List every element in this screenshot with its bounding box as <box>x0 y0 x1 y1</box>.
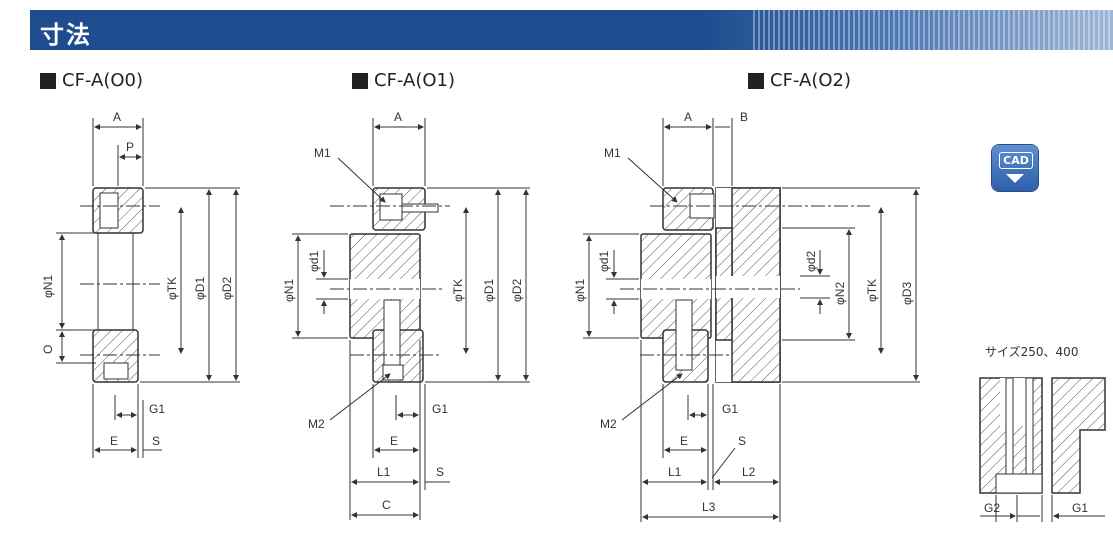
model-name-o2: CF-A(O2) <box>770 70 851 91</box>
label-s-o1: S <box>436 465 444 479</box>
label-n2-o2: φN2 <box>833 282 847 305</box>
label-m1-o1: M1 <box>314 146 331 160</box>
label-g1-o1: G1 <box>432 402 448 416</box>
label-a-o0: A <box>113 110 121 124</box>
label-l2-o2: L2 <box>742 465 756 479</box>
label-n1-o2: φN1 <box>573 279 587 302</box>
label-c-o1: C <box>382 498 391 512</box>
square-bullet-icon <box>748 72 764 89</box>
square-bullet-icon <box>40 72 56 89</box>
label-g2-detail: G2 <box>984 501 1000 515</box>
arrow-down-icon <box>1006 174 1024 183</box>
label-e-o0: E <box>110 434 118 448</box>
cad-download-icon[interactable]: CAD <box>992 145 1038 191</box>
detail-view <box>979 377 1106 522</box>
label-d2-o2: φd2 <box>804 251 818 272</box>
label-d2-o0: φD2 <box>220 277 234 300</box>
label-m1-o2: M1 <box>604 146 621 160</box>
label-a-o1: A <box>394 110 402 124</box>
label-d1-o1: φd1 <box>307 251 321 272</box>
cad-label: CAD <box>999 152 1033 169</box>
label-tk-o2: φTK <box>865 279 879 302</box>
banner-stripes <box>753 10 1113 50</box>
label-l3-o2: L3 <box>702 500 716 514</box>
drawing-o1 <box>292 118 530 520</box>
model-heading-o1: CF-A(O1) <box>352 70 455 91</box>
label-o-o0: O <box>41 345 55 354</box>
label-e-o1: E <box>390 434 398 448</box>
label-m2-o1: M2 <box>308 417 325 431</box>
label-d2-o1: φD2 <box>510 279 524 302</box>
drawing-o2 <box>583 118 920 522</box>
label-l1-o1: L1 <box>377 465 391 479</box>
label-l1-o2: L1 <box>668 465 682 479</box>
section-banner: 寸法 <box>30 10 1113 50</box>
label-d3-o2: φD3 <box>900 282 914 305</box>
label-d1-o0: φD1 <box>193 277 207 300</box>
label-b-o2: B <box>740 110 748 124</box>
label-p-o0: P <box>126 140 134 154</box>
label-n1-o0: φN1 <box>41 275 55 298</box>
label-g1-detail: G1 <box>1072 501 1088 515</box>
drawing-o0 <box>56 118 240 458</box>
section-title: 寸法 <box>40 21 92 49</box>
label-a-o2: A <box>684 110 692 124</box>
label-tk-o0: φTK <box>165 277 179 300</box>
label-s-o2: S <box>738 434 746 448</box>
model-heading-o2: CF-A(O2) <box>748 70 851 91</box>
label-g1-o2: G1 <box>722 402 738 416</box>
label-d1-o2: φd1 <box>597 251 611 272</box>
detail-size-note: サイズ250、400 <box>985 345 1079 359</box>
model-name-o1: CF-A(O1) <box>374 70 455 91</box>
square-bullet-icon <box>352 72 368 89</box>
label-s-o0: S <box>152 434 160 448</box>
label-d1b-o1: φD1 <box>482 279 496 302</box>
label-n1-o1: φN1 <box>282 279 296 302</box>
model-heading-o0: CF-A(O0) <box>40 70 143 91</box>
label-e-o2: E <box>680 434 688 448</box>
model-name-o0: CF-A(O0) <box>62 70 143 91</box>
label-g1-o0: G1 <box>149 402 165 416</box>
label-tk-o1: φTK <box>451 279 465 302</box>
label-m2-o2: M2 <box>600 417 617 431</box>
